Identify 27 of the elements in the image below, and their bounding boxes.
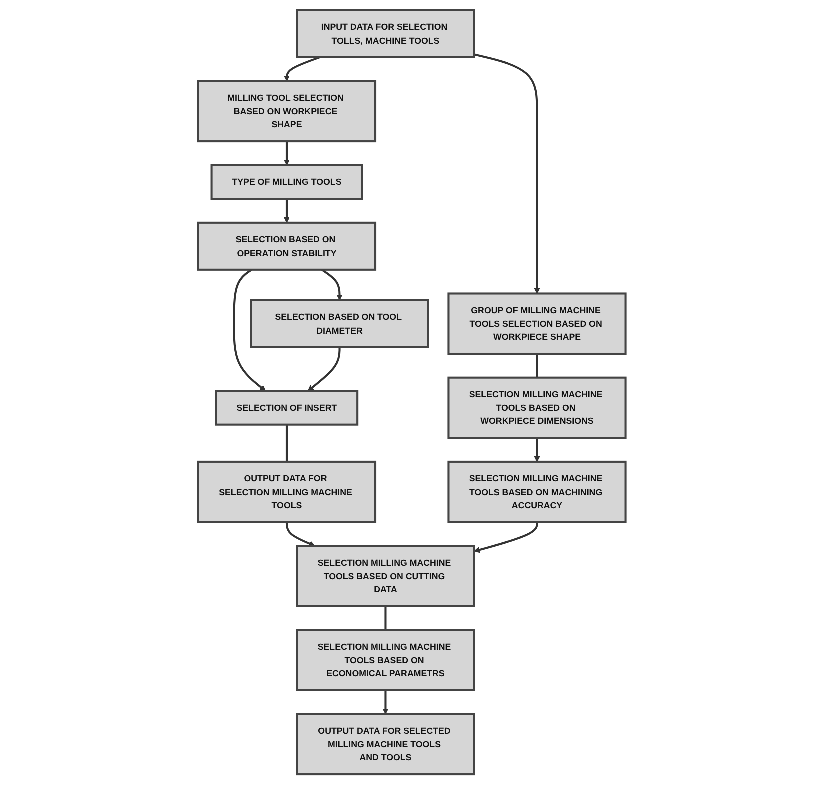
node-box: SELECTION MILLING MACHINE TOOLS BASED ON ECONOMICAL PARAMETRS [296, 629, 476, 692]
arrow [308, 347, 342, 392]
node-box: OUTPUT DATA FOR SELECTED MILLING MACHINE TOOLS AND TOOLS [296, 713, 476, 776]
connector [385, 606, 388, 630]
arrow [534, 438, 541, 462]
node-box: TYPE OF MILLING TOOLS [211, 164, 364, 200]
arrow [474, 522, 539, 554]
arrow [474, 54, 541, 294]
arrow [234, 269, 266, 392]
node-box: INPUT DATA FOR SELECTION TOLLS, MACHINE TOOLS [296, 9, 476, 58]
node-box: SELECTION OF INSERT [216, 390, 359, 426]
node-box: SELECTION MILLING MACHINE TOOLS BASED ON WORKPIECE DIMENSIONS [448, 376, 628, 440]
arrow [284, 142, 290, 166]
arrow [286, 522, 316, 547]
arrow [284, 199, 290, 224]
node-box: SELECTION BASED ON TOOL DIAMETER [250, 299, 430, 348]
node-box: SELECTION BASED ON OPERATION STABILITY [198, 222, 377, 271]
arrow [284, 56, 321, 82]
node-box: SELECTION MILLING MACHINE TOOLS BASED ON MACHINING ACCURACY [448, 460, 628, 524]
connector [286, 424, 288, 462]
arrow [322, 269, 344, 301]
node-box: SELECTION MILLING MACHINE TOOLS BASED ON CUTTING DATA [296, 545, 476, 608]
node-box: OUTPUT DATA FOR SELECTION MILLING MACHINE TOOLS [198, 460, 377, 524]
node-box: MILLING TOOL SELECTION BASED ON WORKPIECE SHAPE [198, 80, 377, 143]
arrow [383, 690, 390, 715]
node-box: GROUP OF MILLING MACHINE TOOLS SELECTION BASED ON WORKPIECE SHAPE [448, 292, 628, 356]
connector [536, 354, 539, 378]
